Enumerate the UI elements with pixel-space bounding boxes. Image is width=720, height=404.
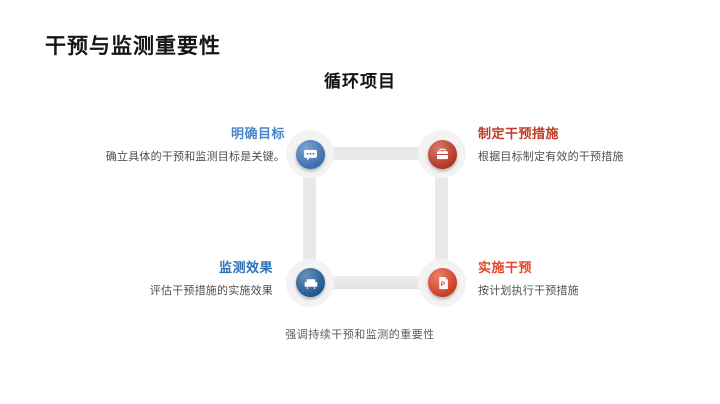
node-text-monitor-results: 监测效果 评估干预措施的实施效果 xyxy=(43,257,273,298)
node-description: 确立具体的干预和监测目标是关键。 xyxy=(105,151,285,163)
connector-left xyxy=(303,154,316,283)
node-heading: 明确目标 xyxy=(230,126,285,141)
diagram-title: 循环项目 xyxy=(324,72,396,91)
node-heading: 监测效果 xyxy=(218,260,273,275)
svg-text:P: P xyxy=(440,280,445,287)
node-circle-monitor-results xyxy=(296,268,325,297)
node-circle-implement: P xyxy=(428,268,457,297)
node-circle-make-measures xyxy=(428,140,457,169)
connector-bottom xyxy=(310,276,442,289)
node-description: 评估干预措施的实施效果 xyxy=(149,285,273,297)
connector-top xyxy=(310,147,442,160)
slide-caption: 强调持续干预和监测的重要性 xyxy=(285,329,435,341)
node-heading: 实施干预 xyxy=(478,260,533,275)
node-description: 按计划执行干预措施 xyxy=(478,285,579,297)
page-title: 干预与监测重要性 xyxy=(45,35,221,58)
node-text-implement: 实施干预 按计划执行干预措施 xyxy=(478,257,708,298)
sofa-icon xyxy=(304,278,317,289)
document-p-icon: P xyxy=(438,276,448,289)
node-text-define-goals: 明确目标 确立具体的干预和监测目标是关键。 xyxy=(55,123,285,164)
node-text-make-measures: 制定干预措施 根据目标制定有效的干预措施 xyxy=(478,123,708,164)
node-heading: 制定干预措施 xyxy=(478,126,560,141)
node-description: 根据目标制定有效的干预措施 xyxy=(478,151,624,163)
connector-right xyxy=(435,154,448,283)
chat-icon xyxy=(304,149,317,161)
node-circle-define-goals xyxy=(296,140,325,169)
briefcase-icon xyxy=(437,148,448,160)
